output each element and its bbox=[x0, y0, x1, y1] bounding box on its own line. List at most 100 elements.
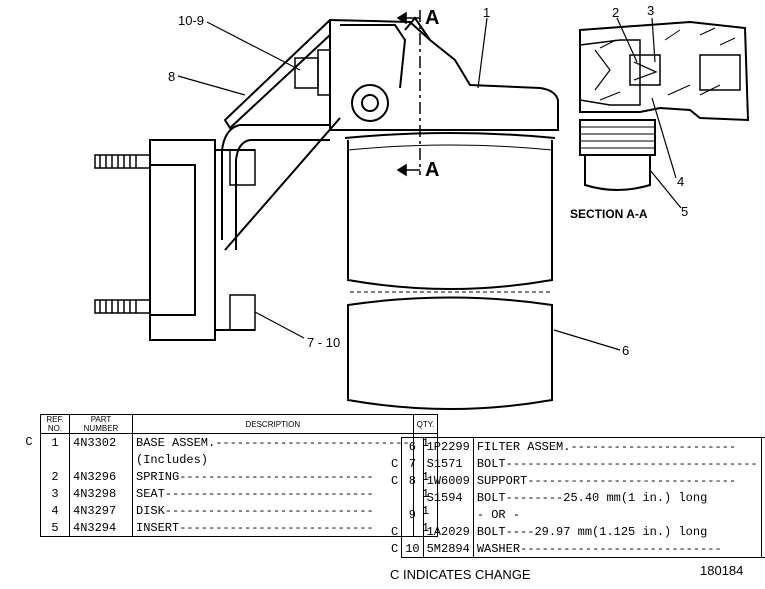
cell-part: 1W6009 bbox=[423, 472, 474, 489]
cell-qty: 1 bbox=[761, 437, 765, 455]
cell-ref: 1 bbox=[40, 433, 70, 451]
cell-qty: 1 bbox=[761, 472, 765, 489]
cell-part: 1P2299 bbox=[423, 437, 474, 455]
cell-part bbox=[423, 506, 474, 523]
cell-change: C bbox=[25, 435, 33, 450]
cell-ref bbox=[401, 489, 424, 506]
cell-ref: 9 bbox=[401, 506, 424, 523]
cell-change: C bbox=[391, 524, 399, 539]
cell-desc: BASE ASSEM.--------------------------- bbox=[132, 433, 414, 451]
callout-7-10: 7 - 10 bbox=[307, 335, 341, 350]
section-cut-line bbox=[396, 10, 421, 177]
cell-ref: 3 bbox=[40, 485, 70, 502]
cell-ref: 2 bbox=[40, 468, 70, 485]
cell-ref: 7 bbox=[401, 455, 424, 472]
section-a-a-view bbox=[579, 20, 750, 191]
cell-desc: INSERT--------------------------- bbox=[132, 519, 414, 537]
cell-part: S1594 bbox=[423, 489, 474, 506]
cell-part bbox=[69, 451, 133, 468]
change-legend: C INDICATES CHANGE bbox=[390, 567, 531, 582]
leader-lines bbox=[177, 17, 682, 351]
callout-4: 4 bbox=[677, 174, 685, 189]
cell-desc: - OR - bbox=[473, 506, 762, 523]
cell-ref: 5 bbox=[40, 519, 70, 537]
cell-desc: WASHER---------------------------- bbox=[473, 540, 762, 558]
cell-ref bbox=[401, 523, 424, 540]
cell-change bbox=[18, 468, 41, 485]
section-label: SECTION A-A bbox=[570, 207, 648, 221]
callout-2: 2 bbox=[612, 5, 620, 20]
cell-ref: 4 bbox=[40, 502, 70, 519]
cell-ref: 8 bbox=[401, 472, 424, 489]
header-part-number: PART NUMBER bbox=[69, 414, 133, 434]
cell-change bbox=[18, 519, 41, 537]
cell-desc: SEAT----------------------------- bbox=[132, 485, 414, 502]
cell-desc: SUPPORT----------------------------- bbox=[473, 472, 762, 489]
cell-change: C bbox=[391, 473, 399, 488]
cell-desc: BOLT----------------------------------- bbox=[473, 455, 762, 472]
callout-3: 3 bbox=[647, 3, 655, 18]
cell-change bbox=[18, 485, 41, 502]
cell-desc: FILTER ASSEM.----------------------- bbox=[473, 437, 762, 455]
cell-desc: (Includes) bbox=[132, 451, 414, 468]
section-marker-top: A bbox=[425, 7, 440, 29]
cell-qty: 4 bbox=[761, 540, 765, 558]
parts-table-row: 9 - OR - bbox=[388, 506, 765, 523]
cell-change bbox=[388, 438, 402, 456]
cell-part: 4N3298 bbox=[69, 485, 133, 502]
cell-part: 4N3297 bbox=[69, 502, 133, 519]
cell-ref: 6 bbox=[401, 437, 424, 455]
cell-qty bbox=[761, 506, 765, 523]
cell-change bbox=[18, 451, 41, 468]
filter-base-head bbox=[329, 16, 559, 131]
cell-ref: 10 bbox=[401, 540, 424, 558]
header-qty: QTY. bbox=[412, 414, 439, 434]
cell-part: 4N3294 bbox=[69, 519, 133, 537]
cell-qty: 2 bbox=[761, 489, 765, 506]
callout-6: 6 bbox=[622, 343, 630, 358]
callout-10-9: 10-9 bbox=[178, 13, 205, 28]
cell-change bbox=[388, 489, 402, 506]
section-marker-bottom: A bbox=[425, 159, 440, 181]
callout-1: 1 bbox=[483, 5, 491, 20]
cell-part: 4N3296 bbox=[69, 468, 133, 485]
cell-part: 1A2029 bbox=[423, 523, 474, 540]
header-description: DESCRIPTION bbox=[132, 414, 414, 434]
cell-desc: DISK----------------------------- bbox=[132, 502, 414, 519]
cell-desc: BOLT--------25.40 mm(1 in.) long bbox=[473, 489, 762, 506]
cell-qty: 2 bbox=[761, 455, 765, 472]
cell-desc: BOLT----29.97 mm(1.125 in.) long bbox=[473, 523, 762, 540]
filter-canister bbox=[344, 132, 556, 410]
cell-part: S1571 bbox=[423, 455, 474, 472]
cell-change bbox=[388, 506, 402, 523]
cell-part: 5M2894 bbox=[423, 540, 474, 558]
cell-part: 4N3302 bbox=[69, 433, 133, 451]
header-ref-no: REF. NO. bbox=[40, 414, 70, 434]
callout-8: 8 bbox=[168, 69, 176, 84]
callout-5: 5 bbox=[681, 204, 689, 219]
cell-desc: SPRING--------------------------- bbox=[132, 468, 414, 485]
cell-change bbox=[18, 502, 41, 519]
parts-table-row: (Includes) bbox=[18, 451, 439, 468]
cell-change: C bbox=[391, 456, 399, 471]
support-bracket bbox=[149, 19, 341, 341]
cell-qty: 2 bbox=[761, 523, 765, 540]
figure-number: 180184 bbox=[700, 563, 744, 578]
stud-bolts bbox=[94, 49, 331, 331]
cell-ref bbox=[40, 451, 70, 468]
cell-change: C bbox=[391, 541, 399, 556]
